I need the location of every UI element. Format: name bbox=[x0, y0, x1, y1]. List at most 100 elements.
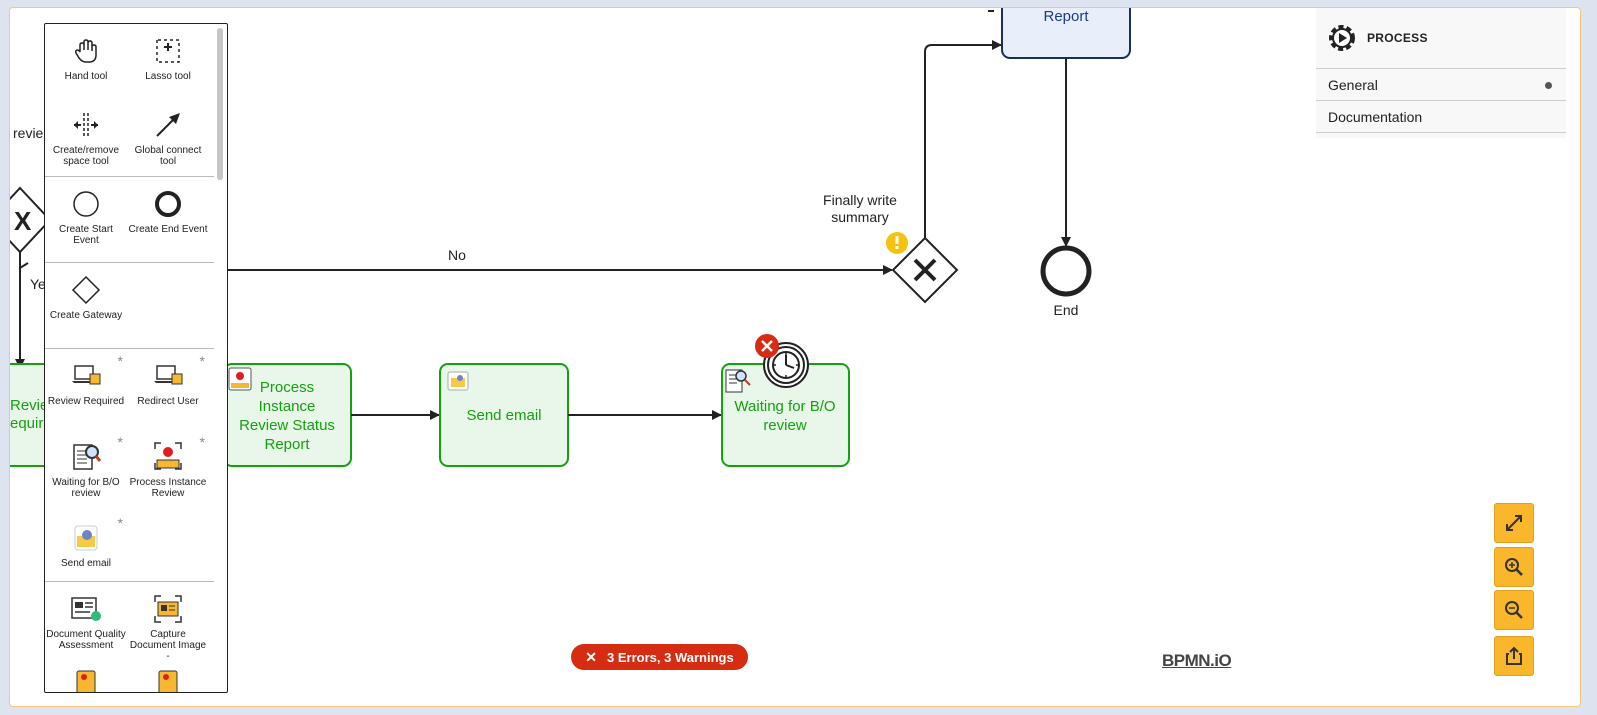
palette-group-custom: * Review Required * Redirect User * bbox=[45, 349, 214, 582]
connect-arrow-icon bbox=[151, 108, 185, 142]
send-email-label: Send email bbox=[60, 558, 112, 569]
svg-text:X: X bbox=[14, 206, 32, 236]
laptop-redirect-icon bbox=[151, 359, 185, 393]
star-marker: * bbox=[117, 353, 123, 369]
create-gateway-label: Create Gateway bbox=[49, 310, 123, 321]
star-marker: * bbox=[117, 515, 123, 531]
space-icon bbox=[69, 108, 103, 142]
create-end-event-label: Create End Event bbox=[128, 224, 208, 235]
document-search-icon bbox=[725, 369, 751, 393]
svg-text:Report: Report bbox=[264, 436, 310, 453]
star-marker: * bbox=[199, 434, 205, 450]
hand-tool[interactable]: Hand tool bbox=[45, 26, 127, 100]
lasso-tool[interactable]: Lasso tool bbox=[127, 26, 209, 100]
document-search-icon bbox=[69, 440, 103, 474]
waiting-bo-review-label: Waiting for B/O review bbox=[52, 477, 120, 499]
palette-entry-partial-2[interactable] bbox=[127, 665, 209, 692]
task-waiting-bo-review[interactable]: Waiting for B/O review bbox=[721, 363, 850, 467]
waiting-bo-review[interactable]: * Waiting for B/O review bbox=[45, 432, 127, 513]
capture-document-icon bbox=[151, 592, 185, 626]
flow-small-hook[interactable] bbox=[19, 262, 29, 270]
create-start-event[interactable]: Create Start Event bbox=[45, 179, 127, 260]
task-send-email[interactable]: Send email bbox=[439, 363, 569, 467]
warning-icon[interactable] bbox=[886, 232, 908, 254]
task-report-label: Report bbox=[1043, 8, 1089, 25]
task-report[interactable]: Report bbox=[988, 8, 1131, 59]
bpmn-io-logo[interactable]: BPMN.iO bbox=[1162, 651, 1232, 670]
document-r-icon bbox=[151, 669, 185, 692]
svg-text:Instance: Instance bbox=[259, 398, 316, 415]
zoom-in-button[interactable] bbox=[1494, 547, 1534, 587]
review-required[interactable]: * Review Required bbox=[45, 351, 127, 432]
create-end-event[interactable]: Create End Event bbox=[127, 179, 209, 260]
global-connect-tool[interactable]: Global connect tool bbox=[127, 100, 209, 174]
space-tool[interactable]: Create/remove space tool bbox=[45, 100, 127, 174]
document-r-icon bbox=[69, 669, 103, 692]
general-indicator-dot bbox=[1545, 82, 1552, 89]
process-instance-review[interactable]: * Process Instance Review bbox=[127, 432, 209, 513]
palette-entry-partial-1[interactable] bbox=[45, 665, 127, 692]
lasso-icon bbox=[151, 34, 185, 68]
flow-to-report[interactable] bbox=[924, 40, 1002, 238]
svg-text:Review Status: Review Status bbox=[239, 417, 335, 434]
properties-title: PROCESS bbox=[1367, 31, 1428, 45]
expand-icon bbox=[1504, 513, 1524, 533]
fullscreen-button[interactable] bbox=[1494, 503, 1534, 543]
end-event-label: End bbox=[1054, 302, 1079, 318]
email-icon bbox=[447, 371, 469, 391]
validation-status-text: 3 Errors, 3 Warnings bbox=[607, 649, 734, 665]
start-event-icon bbox=[69, 187, 103, 221]
zoom-out-icon bbox=[1504, 600, 1524, 620]
send-email[interactable]: * Send email bbox=[45, 513, 127, 579]
svg-text:review: review bbox=[763, 417, 807, 434]
palette-group-more: Document Quality Assessment Capture Docu… bbox=[45, 582, 214, 692]
end-event-icon bbox=[151, 187, 185, 221]
partial-review-label: revie bbox=[13, 125, 44, 141]
validation-status-badge[interactable]: ✕ 3 Errors, 3 Warnings bbox=[571, 644, 748, 670]
partial-task-label-2: equir bbox=[10, 415, 43, 432]
export-button[interactable] bbox=[1494, 636, 1534, 676]
document-quality-assessment-label: Document Quality Assessment bbox=[46, 629, 126, 651]
tab-general[interactable]: General bbox=[1316, 69, 1566, 101]
zoom-out-button[interactable] bbox=[1494, 590, 1534, 630]
process-gear-icon bbox=[1325, 21, 1359, 55]
partial-task-label-1: Revie bbox=[10, 397, 48, 414]
process-instance-review-label: Process Instance Review bbox=[129, 477, 207, 499]
palette-scrollbar[interactable] bbox=[217, 28, 223, 180]
document-quality-assessment[interactable]: Document Quality Assessment bbox=[45, 584, 127, 665]
create-gateway[interactable]: Create Gateway bbox=[45, 265, 127, 346]
task-process-instance-review-status-report[interactable]: Process Instance Review Status Report bbox=[223, 363, 352, 467]
bpmn-modeler: X revie Ye Revie equir No Finally write … bbox=[9, 7, 1581, 707]
exclusive-gateway[interactable] bbox=[891, 236, 959, 304]
error-x-icon: ✕ bbox=[585, 648, 598, 665]
svg-text:Waiting for B/O: Waiting for B/O bbox=[734, 398, 835, 415]
tab-documentation-label: Documentation bbox=[1328, 108, 1423, 125]
tool-palette: Hand tool Lasso tool Create/remove space… bbox=[44, 23, 228, 693]
hand-tool-label: Hand tool bbox=[64, 71, 108, 82]
tab-documentation[interactable]: Documentation bbox=[1316, 101, 1566, 133]
star-marker: * bbox=[199, 353, 205, 369]
redirect-user-label: Redirect User bbox=[137, 396, 199, 407]
laptop-review-icon bbox=[69, 359, 103, 393]
redirect-user[interactable]: * Redirect User bbox=[127, 351, 209, 432]
review-required-label: Review Required bbox=[47, 396, 125, 407]
create-start-event-label: Create Start Event bbox=[59, 224, 113, 246]
svg-text:Process: Process bbox=[260, 379, 314, 396]
gateway-label-line1: Finally write bbox=[823, 192, 897, 208]
properties-header: PROCESS bbox=[1316, 8, 1566, 69]
capture-document-image-label: Capture Document Image - bbox=[129, 629, 207, 662]
end-event[interactable] bbox=[1040, 245, 1092, 297]
email-icon bbox=[69, 521, 103, 555]
camera-review-icon bbox=[151, 440, 185, 474]
error-icon[interactable] bbox=[755, 334, 779, 358]
properties-panel: PROCESS General Documentation bbox=[1316, 8, 1566, 138]
capture-document-image[interactable]: Capture Document Image - bbox=[127, 584, 209, 665]
zoom-in-icon bbox=[1504, 557, 1524, 577]
star-marker: * bbox=[117, 434, 123, 450]
document-quality-icon bbox=[69, 592, 103, 626]
global-connect-tool-label: Global connect tool bbox=[134, 145, 202, 167]
gateway-icon bbox=[69, 273, 103, 307]
space-tool-label: Create/remove space tool bbox=[52, 145, 120, 167]
palette-group-gateways: Create Gateway bbox=[45, 263, 214, 349]
palette-group-tools: Hand tool Lasso tool Create/remove space… bbox=[45, 24, 214, 177]
